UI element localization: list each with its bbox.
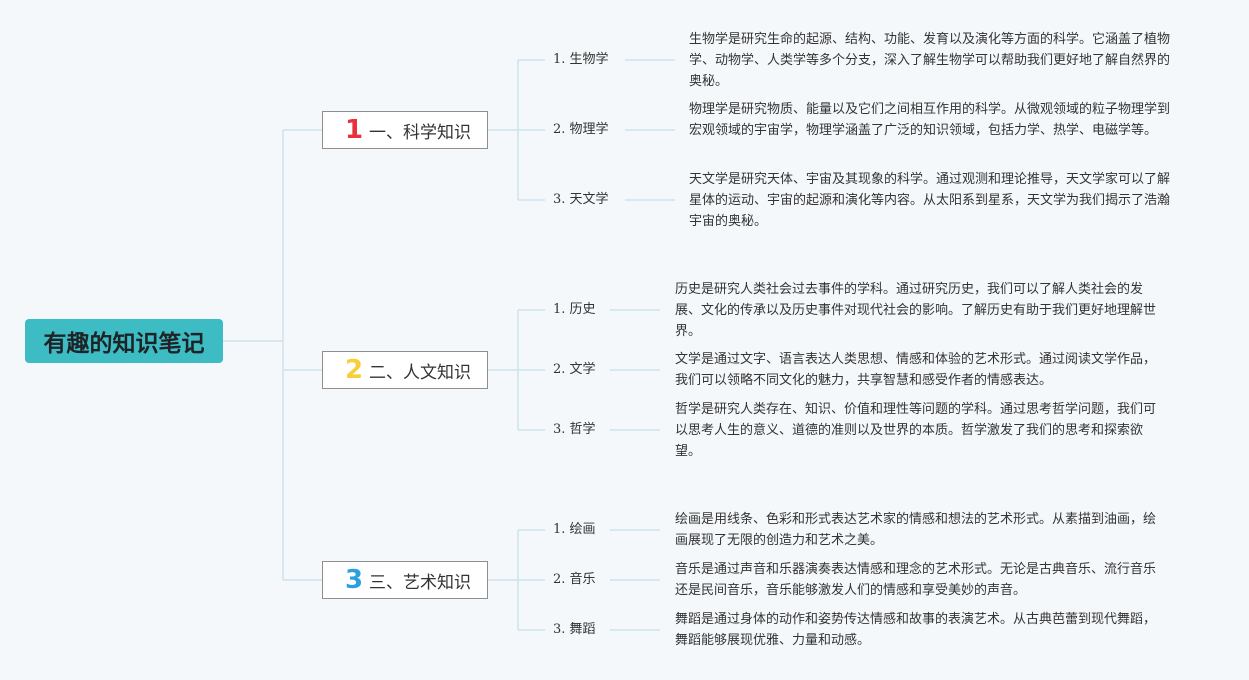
subtopic-biology[interactable]: 1. 生物学: [553, 52, 609, 67]
subtopic-literature[interactable]: 2. 文学: [553, 362, 596, 377]
description-literature: 文学是通过文字、语言表达人类思想、情感和体验的艺术形式。通过阅读文学作品，我们可…: [675, 352, 1157, 388]
category-node-arts[interactable]: 3 三、艺术知识: [322, 561, 488, 599]
subtopic-physics[interactable]: 2. 物理学: [553, 122, 609, 137]
subtopic-music[interactable]: 2. 音乐: [553, 572, 596, 587]
category-node-science[interactable]: 1 一、科学知识: [322, 111, 488, 149]
subtopic-astronomy[interactable]: 3. 天文学: [553, 192, 609, 207]
category-title: 二、人文知识: [369, 362, 471, 383]
subtopic-philosophy[interactable]: 3. 哲学: [553, 422, 596, 437]
description-biology: 生物学是研究生命的起源、结构、功能、发育以及演化等方面的科学。它涵盖了植物学、动…: [689, 32, 1171, 89]
category-title: 三、艺术知识: [369, 572, 471, 593]
category-title: 一、科学知识: [369, 122, 471, 143]
description-dance: 舞蹈是通过身体的动作和姿势传达情感和故事的表演艺术。从古典芭蕾到现代舞蹈，舞蹈能…: [675, 612, 1157, 648]
number-1-icon: 1: [344, 115, 364, 145]
number-2-icon: 2: [344, 355, 364, 385]
subtopic-dance[interactable]: 3. 舞蹈: [553, 622, 596, 637]
description-history: 历史是研究人类社会过去事件的学科。通过研究历史，我们可以了解人类社会的发展、文化…: [675, 282, 1157, 339]
root-node[interactable]: 有趣的知识笔记: [25, 319, 223, 363]
subtopic-painting[interactable]: 1. 绘画: [553, 522, 596, 537]
category-node-humanities[interactable]: 2 二、人文知识: [322, 351, 488, 389]
number-3-icon: 3: [344, 565, 364, 595]
description-music: 音乐是通过声音和乐器演奏表达情感和理念的艺术形式。无论是古典音乐、流行音乐还是民…: [675, 562, 1157, 598]
description-painting: 绘画是用线条、色彩和形式表达艺术家的情感和想法的艺术形式。从素描到油画，绘画展现…: [675, 512, 1157, 548]
description-physics: 物理学是研究物质、能量以及它们之间相互作用的科学。从微观领域的粒子物理学到宏观领…: [689, 102, 1171, 138]
root-title: 有趣的知识笔记: [43, 331, 205, 357]
description-astronomy: 天文学是研究天体、宇宙及其现象的科学。通过观测和理论推导，天文学家可以了解星体的…: [689, 172, 1171, 229]
description-philosophy: 哲学是研究人类存在、知识、价值和理性等问题的学科。通过思考哲学问题，我们可以思考…: [675, 402, 1157, 459]
subtopic-history[interactable]: 1. 历史: [553, 302, 596, 317]
